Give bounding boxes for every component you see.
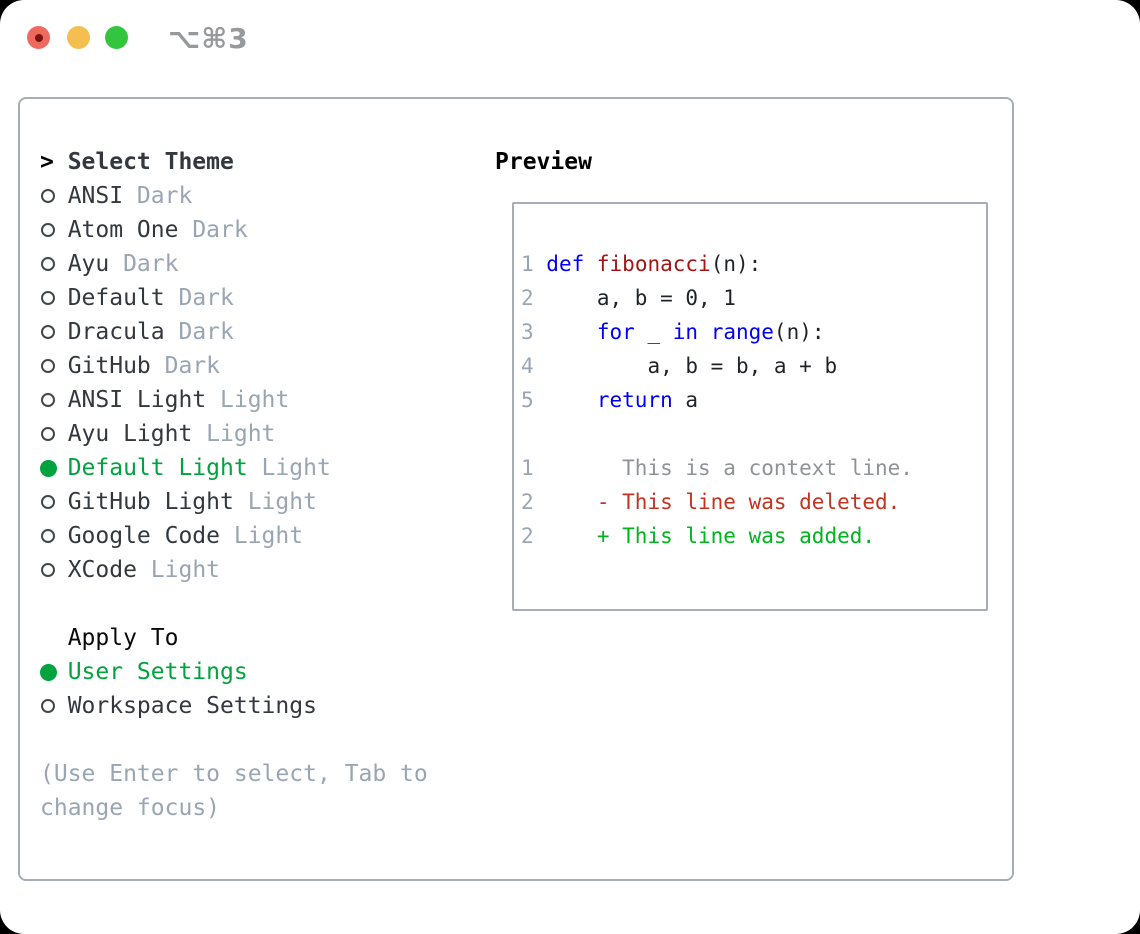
close-button[interactable] bbox=[27, 26, 50, 49]
theme-option-label: Ayu bbox=[67, 251, 110, 277]
theme-option-label: ANSI Light bbox=[67, 387, 207, 413]
diff-line-added: 2 + This line was added. bbox=[521, 524, 876, 548]
theme-option-label: Default Light bbox=[67, 455, 248, 481]
radio-selected-icon bbox=[40, 459, 68, 477]
radio-icon bbox=[40, 495, 68, 509]
theme-option-github[interactable]: GitHub Dark bbox=[40, 349, 490, 383]
theme-option-atom-one[interactable]: Atom One Dark bbox=[40, 213, 490, 247]
theme-option-variant: Dark bbox=[164, 319, 234, 345]
window-title-shortcut: ⌥⌘3 bbox=[168, 22, 249, 55]
spacer bbox=[40, 723, 490, 757]
diff-line-context: 1 This is a context line. bbox=[521, 456, 913, 480]
radio-icon bbox=[40, 189, 68, 203]
radio-icon bbox=[40, 529, 68, 543]
code-line: 3 for _ in range(n): bbox=[521, 320, 825, 344]
theme-option-label: Ayu Light bbox=[67, 421, 193, 447]
theme-option-variant: Light bbox=[233, 489, 317, 515]
code-line-blank bbox=[521, 417, 913, 451]
radio-icon bbox=[40, 359, 68, 373]
code-preview: 1 def fibonacci(n): 2 a, b = 0, 1 3 for _ … bbox=[521, 247, 913, 553]
theme-option-variant: Light bbox=[136, 557, 221, 583]
theme-option-variant: Dark bbox=[109, 251, 179, 277]
apply-option-label: Workspace Settings bbox=[67, 693, 317, 719]
theme-option-dracula[interactable]: Dracula Dark bbox=[40, 315, 490, 349]
radio-icon bbox=[40, 563, 68, 577]
titlebar: ⌥⌘3 bbox=[0, 0, 1140, 76]
code-line: 2 a, b = 0, 1 bbox=[521, 286, 736, 310]
apply-option-user-settings[interactable]: User Settings bbox=[40, 655, 490, 689]
theme-option-ayu[interactable]: Ayu Dark bbox=[40, 247, 490, 281]
code-line: 1 def fibonacci(n): bbox=[521, 252, 762, 276]
radio-icon bbox=[40, 291, 68, 305]
theme-option-label: Atom One bbox=[67, 217, 179, 243]
code-line: 5 return a bbox=[521, 388, 699, 412]
theme-option-ansi[interactable]: ANSI Dark bbox=[40, 179, 490, 213]
zoom-button[interactable] bbox=[105, 26, 128, 49]
apply-to-header: Apply To bbox=[40, 621, 490, 655]
theme-option-ansi-light[interactable]: ANSI Light Light bbox=[40, 383, 490, 417]
theme-option-variant: Light bbox=[247, 455, 331, 481]
theme-option-label: Dracula bbox=[67, 319, 165, 345]
close-button-dot-icon bbox=[34, 33, 43, 42]
spacer bbox=[40, 587, 490, 621]
radio-icon bbox=[40, 393, 68, 407]
theme-option-label: GitHub Light bbox=[67, 489, 234, 515]
theme-option-variant: Light bbox=[220, 523, 304, 549]
theme-option-variant: Dark bbox=[164, 285, 234, 311]
theme-option-variant: Dark bbox=[123, 183, 193, 209]
apply-option-label: User Settings bbox=[67, 659, 248, 685]
apply-option-workspace-settings[interactable]: Workspace Settings bbox=[40, 689, 490, 723]
theme-option-google-code[interactable]: Google Code Light bbox=[40, 519, 490, 553]
theme-option-label: XCode bbox=[67, 557, 137, 583]
hint-line-1: (Use Enter to select, Tab to bbox=[40, 761, 428, 787]
theme-option-github-light[interactable]: GitHub Light Light bbox=[40, 485, 490, 519]
diff-line-deleted: 2 - This line was deleted. bbox=[521, 490, 901, 514]
select-theme-header: > Select Theme bbox=[40, 145, 490, 179]
theme-option-variant: Light bbox=[206, 387, 290, 413]
theme-option-label: Default bbox=[67, 285, 165, 311]
apply-to-title: Apply To bbox=[67, 625, 179, 651]
theme-option-label: GitHub bbox=[67, 353, 151, 379]
theme-option-variant: Light bbox=[192, 421, 276, 447]
radio-icon bbox=[40, 427, 68, 441]
radio-icon bbox=[40, 325, 68, 339]
theme-option-xcode[interactable]: XCode Light bbox=[40, 553, 490, 587]
code-line: 4 a, b = b, a + b bbox=[521, 354, 838, 378]
preview-box: 1 def fibonacci(n): 2 a, b = 0, 1 3 for _ … bbox=[512, 202, 988, 611]
theme-option-ayu-light[interactable]: Ayu Light Light bbox=[40, 417, 490, 451]
theme-option-label: ANSI bbox=[67, 183, 124, 209]
theme-option-variant: Dark bbox=[150, 353, 221, 379]
theme-option-variant: Dark bbox=[178, 217, 248, 243]
theme-option-label: Google Code bbox=[67, 523, 221, 549]
radio-icon bbox=[40, 699, 68, 713]
radio-icon bbox=[40, 223, 68, 237]
hint-line-2: change focus) bbox=[40, 795, 221, 821]
minimize-button[interactable] bbox=[67, 26, 90, 49]
theme-option-default[interactable]: Default Dark bbox=[40, 281, 490, 315]
prompt-icon: > bbox=[40, 149, 54, 175]
radio-selected-icon bbox=[40, 663, 68, 681]
radio-icon bbox=[40, 257, 68, 271]
preview-title: Preview bbox=[495, 149, 592, 175]
select-theme-title: Select Theme bbox=[67, 149, 234, 175]
theme-option-default-light[interactable]: Default Light Light bbox=[40, 451, 490, 485]
